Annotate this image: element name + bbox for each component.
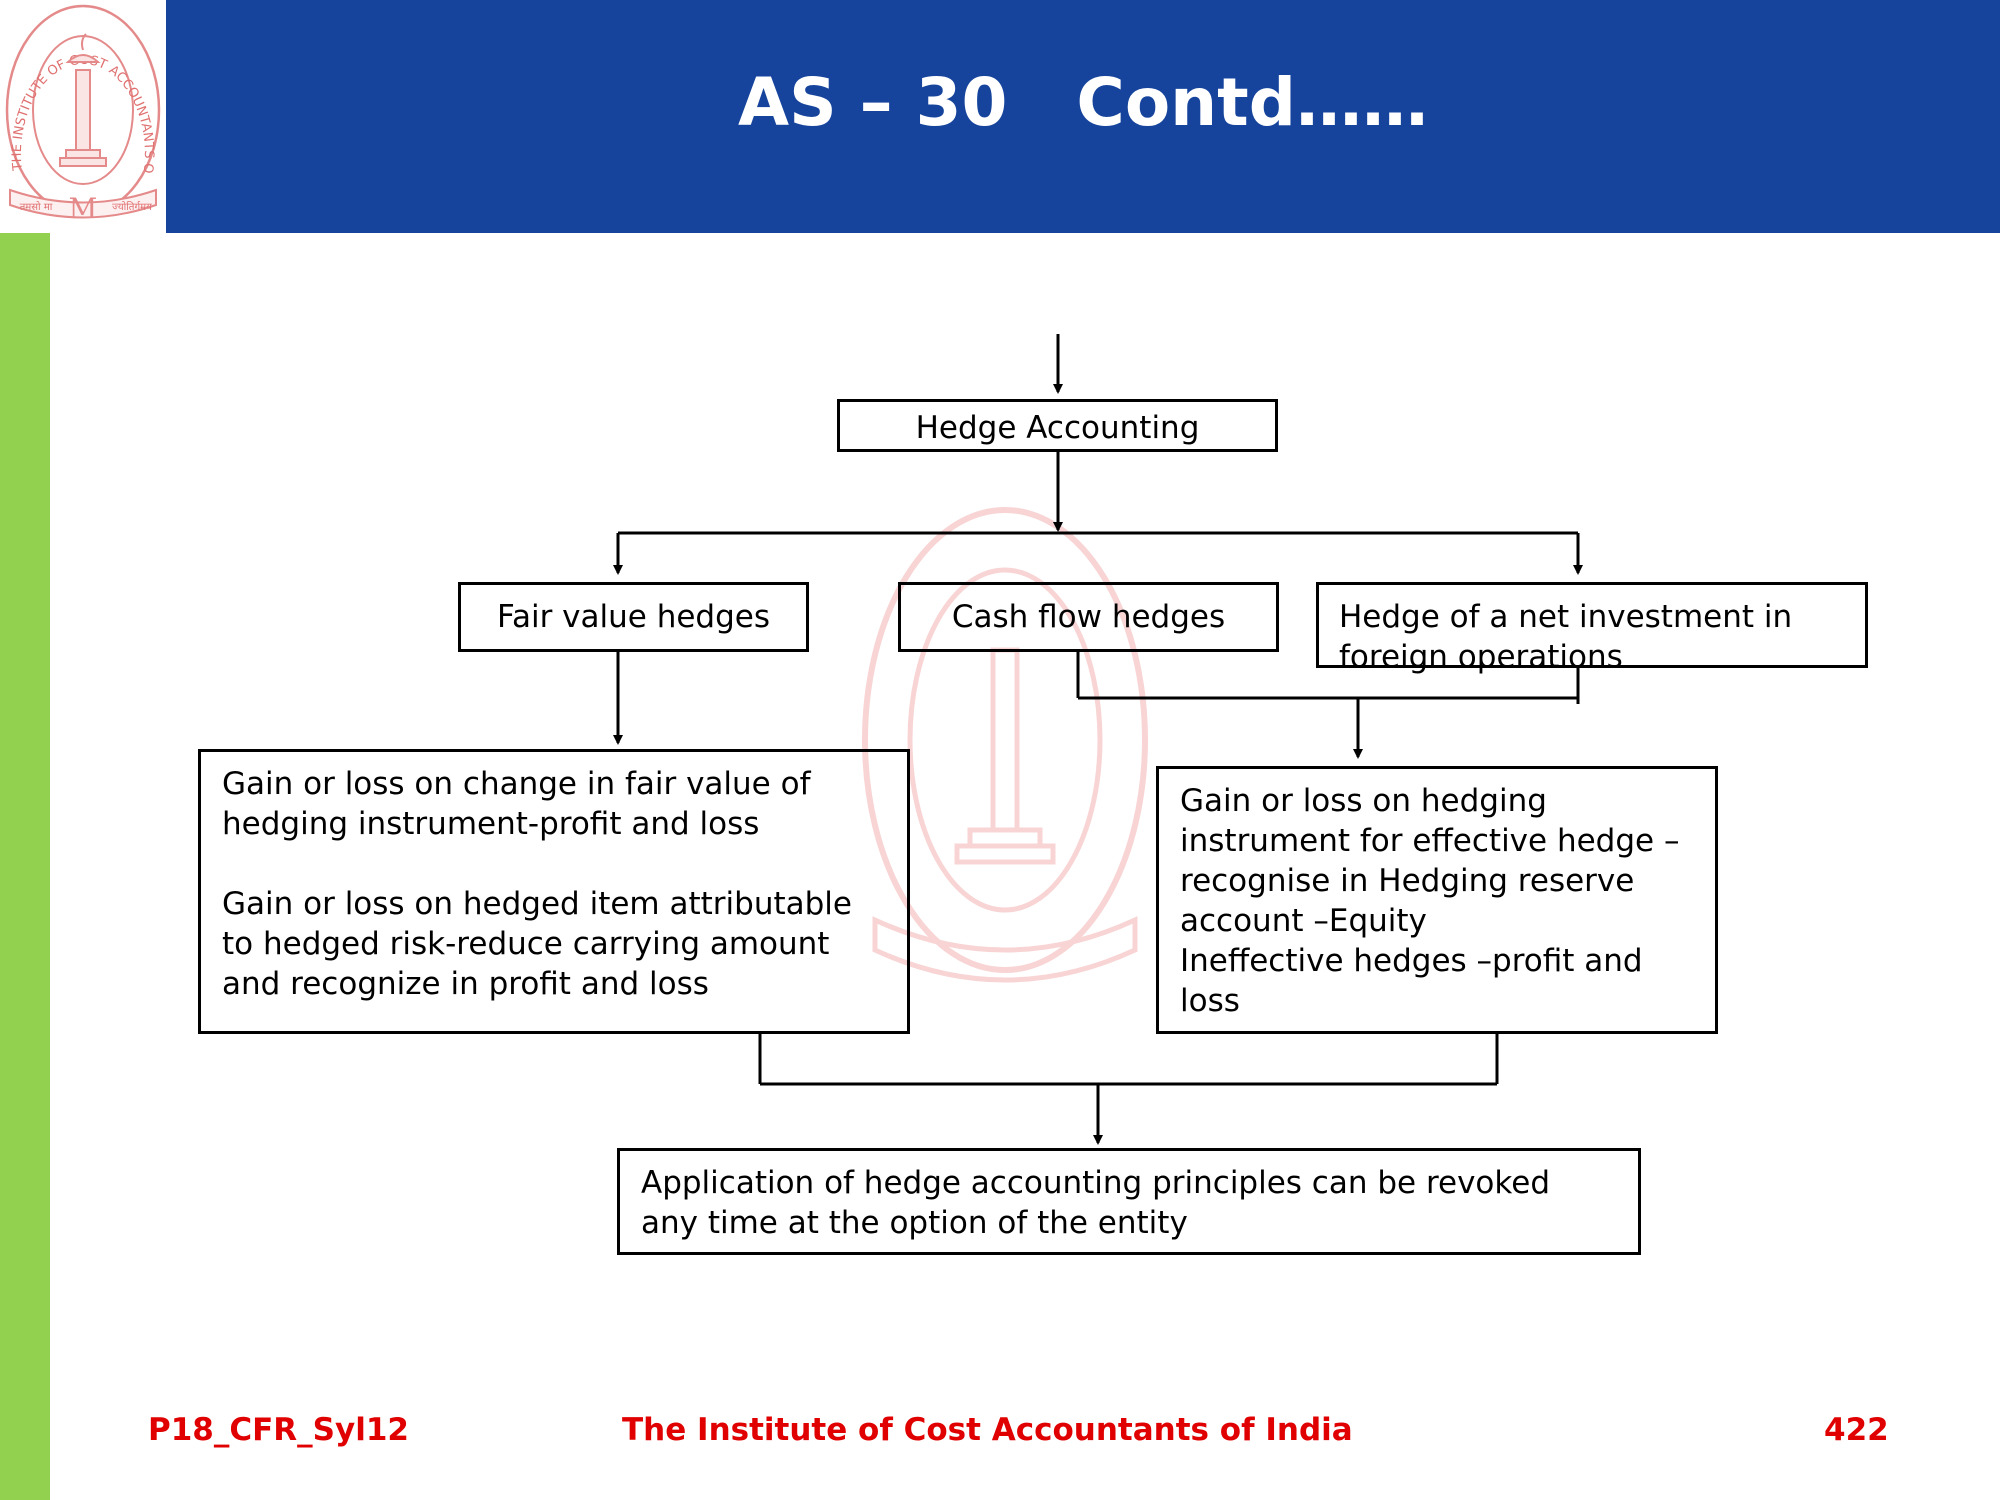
conclusion-line-2: any time at the option of the entity <box>641 1205 1188 1241</box>
fair-value-detail-box: Gain or loss on change in fair value of … <box>198 749 910 1034</box>
left-accent-bar <box>0 233 50 1500</box>
fair-value-detail-line-2: hedging instrument-profit and loss <box>222 806 760 842</box>
fair-value-hedges-label: Fair value hedges <box>496 599 771 635</box>
fair-value-detail-line-3 <box>222 844 907 884</box>
footer-code: P18_CFR_Syl12 <box>148 1412 409 1448</box>
fair-value-detail-line-6: and recognize in profit and loss <box>222 966 709 1002</box>
cash-flow-detail-line-1: Gain or loss on hedging <box>1180 783 1547 819</box>
cash-flow-hedges-label: Cash flow hedges <box>951 599 1226 635</box>
watermark-emblem-icon <box>862 507 1148 983</box>
hedge-accounting-box: Hedge Accounting <box>837 399 1278 452</box>
logo-motto-right: ज्योतिर्गमय <box>112 201 152 213</box>
slide-title: AS – 30 Contd…… <box>738 64 1428 141</box>
fair-value-hedges-box: Fair value hedges <box>458 582 809 652</box>
conclusion-line-1: Application of hedge accounting principl… <box>641 1165 1550 1201</box>
hedge-accounting-label: Hedge Accounting <box>915 410 1200 446</box>
logo-monogram: M <box>69 192 98 225</box>
conclusion-box: Application of hedge accounting principl… <box>617 1148 1641 1255</box>
fair-value-detail-line-1: Gain or loss on change in fair value of <box>222 766 811 802</box>
cash-flow-detail-box: Gain or loss on hedging instrument for e… <box>1156 766 1718 1034</box>
cash-flow-detail-line-2: instrument for effective hedge – <box>1180 823 1680 859</box>
cash-flow-detail-line-3: recognise in Hedging reserve <box>1180 863 1635 899</box>
net-investment-line-2: foreign operations <box>1339 639 1623 675</box>
institute-logo: THE INSTITUTE OF COST ACCOUNTANTS OF IND… <box>0 0 166 233</box>
net-investment-hedge-box: Hedge of a net investment in foreign ope… <box>1316 582 1868 675</box>
logo-emblem-icon: THE INSTITUTE OF COST ACCOUNTANTS OF IND… <box>0 0 161 225</box>
cash-flow-detail-line-4: account –Equity <box>1180 903 1427 939</box>
cash-flow-hedges-box: Cash flow hedges <box>898 582 1279 652</box>
header-bar <box>166 0 2000 233</box>
net-investment-line-1: Hedge of a net investment in <box>1339 599 1793 635</box>
cash-flow-detail-line-5: Ineffective hedges –profit and <box>1180 943 1643 979</box>
fair-value-detail-line-5: to hedged risk-reduce carrying amount <box>222 926 830 962</box>
cash-flow-detail-line-6: loss <box>1180 983 1240 1019</box>
footer-institute: The Institute of Cost Accountants of Ind… <box>622 1412 1353 1448</box>
footer-page-number: 422 <box>1824 1412 1889 1448</box>
fair-value-detail-line-4: Gain or loss on hedged item attributable <box>222 886 852 922</box>
logo-motto-left: तमसो मा <box>20 201 53 213</box>
